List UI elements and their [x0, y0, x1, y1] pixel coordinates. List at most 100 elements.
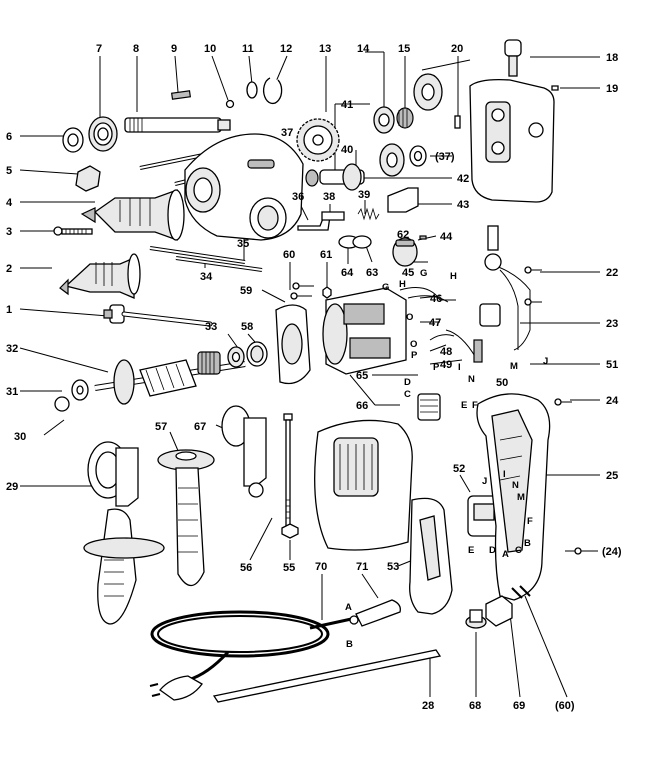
wire-label: C — [404, 389, 411, 400]
wire-label: C — [515, 545, 522, 556]
part-label: 44 — [440, 231, 453, 243]
screw-24b — [565, 547, 582, 555]
shaft-41-40 — [305, 163, 365, 191]
wire-label: B — [524, 538, 531, 549]
wire-label: B — [346, 639, 353, 650]
baffle-59 — [275, 304, 311, 385]
part-label: 8 — [133, 43, 139, 55]
bearing-14 — [373, 106, 395, 134]
wire-label: G — [382, 282, 389, 293]
part-label: 46 — [430, 293, 442, 305]
part-label: 63 — [366, 267, 378, 279]
part-label: 19 — [606, 83, 618, 95]
part-label: 20 — [451, 43, 463, 55]
bolt-56 — [283, 413, 293, 529]
part-label: 6 — [6, 131, 12, 143]
screw-24a — [554, 398, 572, 406]
clamp-67 — [221, 405, 267, 498]
cap-30 — [54, 396, 70, 412]
plate-43 — [387, 187, 419, 213]
wire-label: H — [450, 271, 457, 282]
wire-label: E — [468, 545, 474, 556]
bearing-37b — [409, 145, 427, 167]
wire-label: M — [510, 361, 518, 372]
part-label: 59 — [240, 285, 252, 297]
wire-label: D — [489, 545, 496, 556]
pin-20 — [454, 115, 461, 129]
brush-holder-65 — [417, 393, 441, 421]
part-label: 1 — [6, 304, 12, 316]
part-label: 40 — [341, 144, 353, 156]
part-label: 34 — [200, 271, 213, 283]
selector-69 — [485, 595, 513, 627]
part-label: 33 — [205, 321, 217, 333]
gear-13 — [296, 118, 340, 162]
part-label: 11 — [242, 43, 254, 55]
part-label: (37) — [435, 151, 455, 163]
plug — [149, 675, 203, 701]
wire-label: I — [458, 362, 461, 373]
nut-61 — [322, 286, 332, 299]
bearing-33 — [227, 346, 245, 368]
part-label: 29 — [6, 481, 18, 493]
part-label: 2 — [6, 263, 12, 275]
part-label: 56 — [240, 562, 252, 574]
ring-63 — [352, 235, 372, 249]
stator-66 — [322, 287, 407, 375]
side-handle-57 — [157, 449, 215, 587]
wire-label: J — [482, 476, 487, 487]
nut-5 — [75, 165, 101, 192]
cable-sleeve-71 — [349, 599, 401, 627]
part-labels: 7 8 9 10 11 12 13 14 15 20 18 19 6 37 41… — [6, 43, 622, 712]
key-9 — [170, 90, 192, 100]
wire-label: F — [527, 516, 533, 527]
wire-label: J — [543, 356, 548, 367]
wire-label: A — [345, 602, 352, 613]
clip-19 — [551, 85, 559, 91]
part-label: 61 — [320, 249, 332, 261]
leader-lines — [19, 51, 600, 698]
knob-68 — [465, 609, 487, 629]
nut-55 — [281, 523, 299, 539]
part-label: 62 — [397, 229, 409, 241]
circlip-12 — [262, 77, 283, 105]
sleeve-58 — [246, 341, 268, 367]
part-label: 66 — [356, 400, 368, 412]
part-label: 41 — [341, 99, 353, 111]
part-label: 67 — [194, 421, 206, 433]
part-label: 71 — [356, 561, 368, 573]
part-label: 35 — [237, 238, 249, 250]
selector-knob-18 — [504, 39, 522, 77]
motor-housing — [314, 419, 413, 551]
part-label: 7 — [96, 43, 102, 55]
part-label: 15 — [398, 43, 410, 55]
part-label: 57 — [155, 421, 167, 433]
ball-10 — [225, 99, 235, 109]
part-label: 70 — [315, 561, 327, 573]
part-label: 36 — [292, 191, 304, 203]
part-label: 32 — [6, 343, 18, 355]
part-label: 30 — [14, 431, 26, 443]
part-label: 5 — [6, 165, 12, 177]
wire-labels: G H G H O O P P D C N I E F J M J I N M … — [345, 268, 548, 650]
bearing-6 — [62, 127, 84, 153]
pin-44 — [419, 235, 427, 240]
part-label: 47 — [429, 317, 441, 329]
part-label: 14 — [357, 43, 370, 55]
slider-38 — [321, 211, 345, 221]
part-label: 10 — [204, 43, 216, 55]
wire-label: I — [503, 469, 506, 480]
spindle-8 — [124, 117, 231, 133]
part-label: (24) — [602, 546, 622, 558]
ring-11 — [246, 81, 258, 99]
gear-42 — [379, 143, 405, 177]
gearbox-cover — [469, 78, 555, 203]
wire-label: N — [468, 374, 475, 385]
wire-label: O — [406, 312, 413, 323]
part-label: 43 — [457, 199, 469, 211]
wire-label: N — [512, 480, 519, 491]
part-label: 38 — [323, 191, 335, 203]
part-label: 53 — [387, 561, 399, 573]
chuck-key-1 — [103, 304, 213, 327]
part-label: 50 — [496, 377, 508, 389]
